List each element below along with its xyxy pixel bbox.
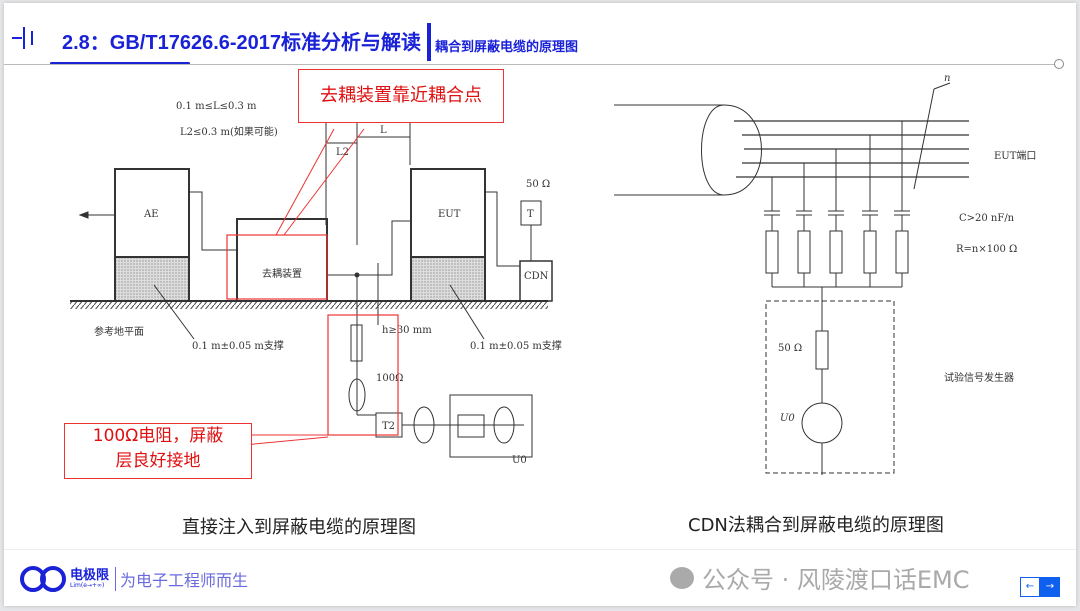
decoupler-label: 去耦装置 xyxy=(262,267,302,280)
resistor-100-label: 100Ω xyxy=(376,373,403,384)
watermark: 公众号 · 风陵渡口话EMC xyxy=(670,560,970,595)
support-label-2: 0.1 m±0.05 m支撑 xyxy=(470,339,562,352)
length-condition-2: L2≤0.3 m(如果可能) xyxy=(180,125,278,138)
l2-label: L2 xyxy=(336,147,349,158)
callout-resistor: 100Ω电阻，屏蔽 层良好接地 xyxy=(64,423,252,479)
title-divider xyxy=(427,23,432,61)
brand-subtext: Lim(e→+∞) xyxy=(70,581,105,589)
eut-label: EUT xyxy=(438,209,461,220)
callout-resistor-line1: 100Ω电阻，屏蔽 xyxy=(92,426,224,446)
left-caption: 直接注入到屏蔽电缆的原理图 xyxy=(182,517,416,538)
t2-label: T2 xyxy=(382,421,395,432)
header-row: 2.8：GB/T17626.6-2017标准分析与解读 耦合到屏蔽电缆的原理图 xyxy=(62,23,578,61)
brand-slogan: 为电子工程师而生 xyxy=(115,567,248,591)
slide: 2.8：GB/T17626.6-2017标准分析与解读 耦合到屏蔽电缆的原理图 … xyxy=(4,3,1076,606)
header-rule xyxy=(4,64,1056,65)
header-rule-end xyxy=(1054,59,1064,69)
slide-title: 2.8：GB/T17626.6-2017标准分析与解读 xyxy=(62,32,422,54)
resistor-label: R=n×100 Ω xyxy=(956,244,1017,255)
u0-r-label: U0 xyxy=(780,413,795,424)
n-label: n xyxy=(944,73,950,84)
next-slide-button[interactable]: → xyxy=(1040,577,1060,597)
coupling-legs xyxy=(764,121,910,288)
ae-label: AE xyxy=(143,209,159,220)
title-underline xyxy=(50,62,190,65)
watermark-text: 公众号 · 风陵渡口话EMC xyxy=(702,566,970,594)
wechat-icon xyxy=(670,566,694,589)
eut-port-label: EUT端口 xyxy=(994,149,1036,162)
u0-label: U0 xyxy=(512,455,527,466)
brand-logo: 电极限 Lim(e→+∞) 为电子工程师而生 xyxy=(20,566,248,592)
slide-nav: ← → xyxy=(1020,577,1060,597)
capacitor-label: C>20 nF/n xyxy=(959,213,1015,224)
prev-slide-button[interactable]: ← xyxy=(1020,577,1040,597)
height-label: h≥30 mm xyxy=(382,325,432,336)
brand-name: 电极限 xyxy=(70,567,110,583)
header-logo-icon xyxy=(12,27,33,49)
l-label: L xyxy=(380,125,387,136)
footer: 电极限 Lim(e→+∞) 为电子工程师而生 公众号 · 风陵渡口话EMC ← … xyxy=(4,549,1076,606)
ground-plane-label: 参考地平面 xyxy=(94,325,144,338)
ohm50-label: 50 Ω xyxy=(526,179,550,190)
support-label-1: 0.1 m±0.05 m支撑 xyxy=(192,339,284,352)
right-caption: CDN法耦合到屏蔽电缆的原理图 xyxy=(688,515,944,536)
brand-text: 电极限 Lim(e→+∞) xyxy=(70,567,110,590)
slide-subtitle: 耦合到屏蔽电缆的原理图 xyxy=(435,40,579,55)
cdn-diagram: n EUT端口 C>20 nF/n R=n×100 Ω 50 Ω U0 试验信号… xyxy=(614,73,1036,475)
t-label: T xyxy=(527,209,534,220)
callout-decoupler: 去耦装置靠近耦合点 xyxy=(298,69,504,123)
generator-label: 试验信号发生器 xyxy=(944,371,1014,384)
cdn-label: CDN xyxy=(524,271,549,282)
direct-injection-diagram: 0.1 m≤L≤0.3 m L2≤0.3 m(如果可能) AE 去耦装置 L2 … xyxy=(70,101,562,466)
infinity-logo-icon xyxy=(20,566,66,592)
callout-resistor-line2: 层良好接地 xyxy=(115,451,201,471)
ohm50-r-label: 50 Ω xyxy=(778,343,802,354)
length-condition-1: 0.1 m≤L≤0.3 m xyxy=(176,101,257,112)
